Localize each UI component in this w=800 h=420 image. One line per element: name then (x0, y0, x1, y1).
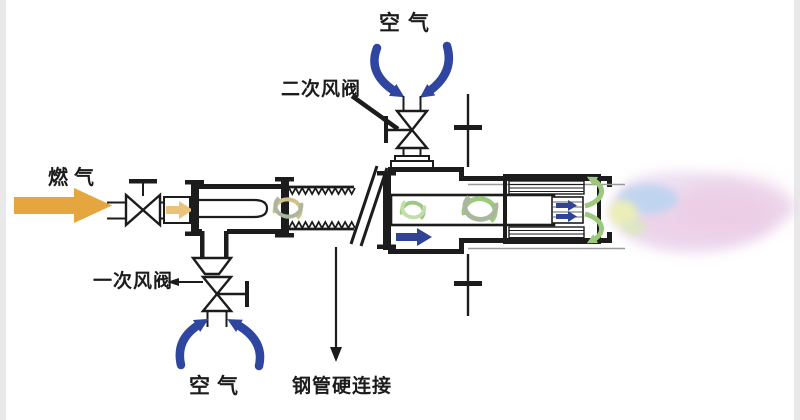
swirl-icon-premix (272, 196, 304, 220)
air-inlet-bottom-label: 空气 (189, 374, 245, 398)
primary-air-valve-label: 一次风阀 (93, 269, 173, 292)
right-edge-strip (794, 0, 800, 420)
mount-stud-bottom (454, 254, 482, 316)
primary-air-inflow-arrows (175, 318, 265, 371)
primary-valve-leader-arrow (167, 278, 203, 286)
primary-air-branch (190, 231, 234, 276)
flame-graphic (609, 171, 796, 252)
mount-stud-top (454, 94, 482, 167)
swirl-icon-tube-2 (461, 195, 499, 223)
primary-air-valve-icon (200, 275, 249, 327)
burner-tip-block (503, 174, 601, 244)
secondary-air-valve-icon (384, 96, 434, 169)
left-edge-strip (0, 0, 6, 420)
pipe-break-icon (349, 165, 389, 247)
gas-nozzle-arrow (166, 201, 193, 219)
corrugated-hose (288, 185, 356, 231)
air-inlet-top-label: 空气 (379, 11, 437, 35)
secondary-air-valve-label: 二次风阀 (281, 77, 361, 100)
nozzle-tube (199, 198, 269, 219)
gas-shutoff-valve-icon (107, 179, 171, 228)
exit-recirculation-arrows (584, 176, 605, 244)
hard-connection-arrow (330, 247, 342, 362)
swirl-icon-tube-1 (399, 200, 427, 220)
secondary-air-inflow-arrows (370, 41, 454, 98)
pipe-connection-label: 钢管硬连接 (292, 374, 392, 397)
secondary-valve-leader-line (350, 94, 400, 131)
gas-flow-arrow (14, 188, 112, 223)
tip-jet-arrows (556, 200, 577, 222)
secondary-flow-arrow-icon (396, 228, 432, 246)
gas-label: 燃气 (48, 165, 100, 189)
